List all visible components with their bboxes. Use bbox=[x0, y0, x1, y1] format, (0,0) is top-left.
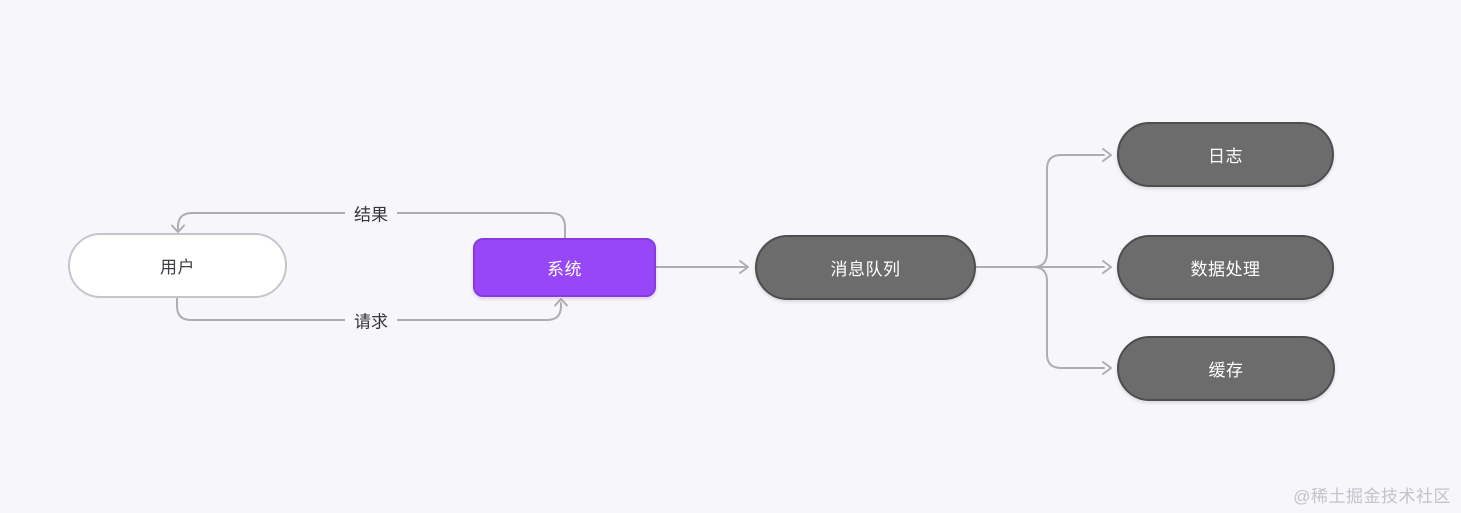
node-data-processing-label: 数据处理 bbox=[1190, 260, 1261, 279]
node-log: 日志 bbox=[1117, 122, 1334, 187]
edge-label-result: 结果 bbox=[345, 200, 397, 226]
arrowhead-right-icon bbox=[1102, 260, 1112, 274]
edge-label-request: 请求 bbox=[345, 307, 397, 333]
node-cache: 缓存 bbox=[1117, 336, 1335, 401]
edge-mq-to-cache bbox=[1032, 266, 1112, 375]
edge-mq-to-log bbox=[975, 148, 1112, 268]
arrowhead-right-icon bbox=[739, 260, 749, 274]
node-user-label: 用户 bbox=[160, 258, 195, 277]
node-cache-label: 缓存 bbox=[1208, 361, 1244, 380]
arrowhead-right-icon bbox=[1102, 361, 1112, 375]
node-message-queue-label: 消息队列 bbox=[830, 260, 901, 279]
node-user: 用户 bbox=[68, 233, 287, 298]
arrowhead-right-icon bbox=[1102, 148, 1112, 162]
node-log-label: 日志 bbox=[1208, 147, 1243, 166]
edge-system-to-mq bbox=[655, 260, 749, 274]
node-message-queue: 消息队列 bbox=[755, 235, 976, 300]
watermark: @稀土掘金技术社区 bbox=[1293, 487, 1451, 506]
node-system-label: 系统 bbox=[547, 260, 582, 279]
node-data-processing: 数据处理 bbox=[1117, 235, 1334, 300]
node-system: 系统 bbox=[473, 238, 656, 297]
edge-mq-to-dataproc bbox=[975, 260, 1112, 274]
arrowhead-up-icon bbox=[554, 298, 568, 307]
arrowhead-down-icon bbox=[171, 224, 185, 233]
